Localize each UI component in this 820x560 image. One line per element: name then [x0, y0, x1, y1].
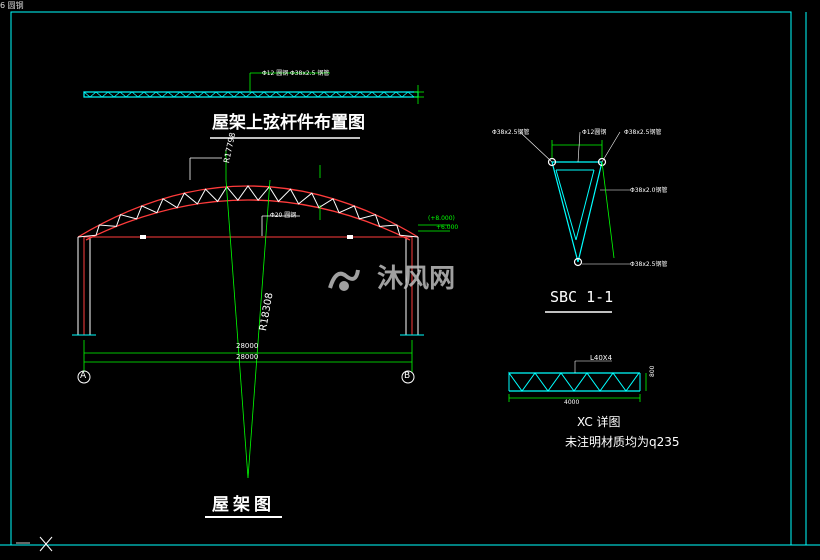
- span-dimension-inner: 28000: [236, 353, 259, 361]
- strip-label-rod: Φ12 圆钢: [262, 70, 289, 77]
- section-label-right-mid: Φ38x2.0钢管: [630, 187, 668, 194]
- top-chord-title: 屋架上弦杆件布置图: [212, 113, 365, 133]
- axis-a-label: A: [80, 371, 87, 381]
- watermark-text: 沐风网: [377, 264, 456, 294]
- elevation-bottom: +6.000: [436, 224, 459, 231]
- layer-tab[interactable]: 6 圆钢: [0, 1, 24, 10]
- ucs-icon: [16, 536, 53, 552]
- elevation-top: (+8.000): [428, 215, 455, 222]
- section-label-left-top: Φ38x2.5钢管: [492, 129, 530, 136]
- sbc-section: [519, 131, 630, 267]
- strip-label-pipe: Φ38x2.5 钢管: [290, 70, 330, 77]
- top-chord-strip: [83, 72, 424, 104]
- section-label-right-bottom: Φ38x2.5钢管: [630, 261, 668, 268]
- axis-b-label: B: [404, 371, 411, 381]
- roof-truss-title: 屋架图: [212, 495, 275, 515]
- watermark: 沐风网: [326, 258, 455, 298]
- xc-detail: [508, 360, 647, 402]
- section-label-mid-top: Φ12圆钢: [582, 129, 607, 136]
- watermark-logo-icon: [326, 262, 362, 298]
- xc-caption: XC 详图: [577, 415, 621, 429]
- material-note: 未注明材质均为q235: [565, 435, 680, 449]
- xc-length-dimension: 4000: [564, 399, 580, 406]
- section-label-right-top: Φ38x2.5钢管: [624, 129, 662, 136]
- span-dimension-outer: 28000: [236, 342, 259, 350]
- section-title: SBC 1-1: [550, 288, 614, 306]
- roof-truss-elevation: [72, 150, 450, 479]
- xc-section-label: L40X4: [590, 354, 613, 362]
- rod-label: Φ20 圆钢: [270, 212, 297, 219]
- xc-height-dimension: 800: [649, 365, 656, 377]
